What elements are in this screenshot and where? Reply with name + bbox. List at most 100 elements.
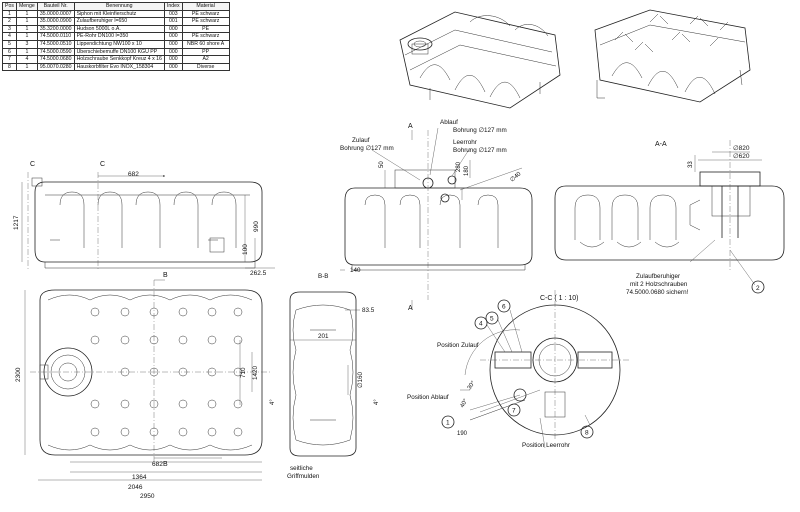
top-view-hole xyxy=(90,399,100,409)
dim-aa-620: ∅620 xyxy=(733,153,750,160)
section-bb-view xyxy=(289,291,360,457)
front-view xyxy=(21,172,275,270)
section-marker-c-right: C xyxy=(100,161,105,168)
side-view xyxy=(340,127,533,310)
label-outlet-bore: Bohrung ∅127 mm xyxy=(453,127,507,134)
dim-front-262-5: 262.5 xyxy=(250,270,267,277)
dim-aa-33: 33 xyxy=(688,161,694,168)
section-marker-c-left: C xyxy=(30,161,35,168)
top-view-hole xyxy=(233,307,243,317)
top-view-hole xyxy=(120,399,130,409)
top-view-hole xyxy=(178,427,188,437)
label-position-outlet: Position Ablauf xyxy=(407,394,449,401)
top-view-hole xyxy=(120,367,130,377)
section-cc-view xyxy=(460,290,630,449)
dim-top-2950: 2950 xyxy=(140,493,155,500)
cell-material: Diverse xyxy=(181,62,230,72)
balloon-circle xyxy=(485,311,499,325)
balloon-circle xyxy=(474,316,488,330)
balloon-label: 5 xyxy=(490,316,494,323)
section-marker-b-top: B xyxy=(163,272,168,279)
section-aa-title: A-A xyxy=(655,141,667,148)
top-view-hole xyxy=(178,335,188,345)
balloon-label: 6 xyxy=(502,304,506,311)
section-aa-view xyxy=(554,140,785,286)
top-view-hole xyxy=(120,335,130,345)
top-view-hole xyxy=(207,367,217,377)
label-empty-pipe-bore: Bohrung ∅127 mm xyxy=(453,147,507,154)
dim-top-2046: 2046 xyxy=(128,484,143,491)
top-view-hole xyxy=(207,399,217,409)
balloon-2-label: 2 xyxy=(756,285,760,292)
top-view-hole xyxy=(149,335,159,345)
top-view-hole xyxy=(149,427,159,437)
top-view-hole xyxy=(90,307,100,317)
dim-bb-4-left: 4° xyxy=(270,399,276,405)
balloon-label: 8 xyxy=(585,430,589,437)
dim-bb-4-right: 4° xyxy=(374,399,380,405)
iso-view-2 xyxy=(594,9,751,103)
dim-front-682: 682 xyxy=(128,171,139,178)
note-aa-line2: mit 2 Holzschrauben xyxy=(630,281,688,288)
label-position-inlet: Position Zulauf xyxy=(437,342,479,349)
top-view-hole xyxy=(178,307,188,317)
top-view xyxy=(24,279,270,481)
section-marker-a-top: A xyxy=(408,123,413,130)
top-view-hole xyxy=(233,427,243,437)
dim-top-710: 710 xyxy=(240,367,247,378)
balloon-label: 4 xyxy=(479,321,483,328)
dim-top-682: 682 xyxy=(152,461,163,468)
section-marker-a-bottom: A xyxy=(408,305,413,312)
note-aa-line1: Zulaufberuhiger xyxy=(636,273,680,280)
cell-pos: 8 xyxy=(2,62,17,72)
top-view-hole xyxy=(120,427,130,437)
dim-cc-190: 190 xyxy=(457,431,468,437)
top-view-hole xyxy=(149,307,159,317)
top-view-hole xyxy=(90,335,100,345)
dim-top-1364: 1364 xyxy=(132,474,147,481)
top-view-hole xyxy=(207,427,217,437)
dim-bb-d160: ∅160 xyxy=(357,372,364,388)
cell-qty: 1 xyxy=(15,62,38,72)
dim-front-1217: 1217 xyxy=(13,215,20,230)
dim-bb-83-5: 83.5 xyxy=(362,307,375,314)
label-position-empty-pipe: Position Leerrohr xyxy=(522,442,570,449)
iso-view-1 xyxy=(399,11,561,109)
top-view-hole xyxy=(207,335,217,345)
label-empty-pipe: Leerrohr xyxy=(453,139,477,146)
top-view-hole xyxy=(233,335,243,345)
section-marker-b-bottom: B xyxy=(163,461,168,468)
label-inlet: Zulauf xyxy=(352,137,370,144)
top-view-hole xyxy=(178,367,188,377)
top-view-hole xyxy=(120,307,130,317)
balloon-label: 7 xyxy=(512,408,516,415)
top-view-hole xyxy=(233,399,243,409)
note-bb-line1: seitliche xyxy=(290,465,313,472)
top-view-hole xyxy=(149,367,159,377)
dim-side-280: 280 xyxy=(456,161,462,172)
balloon-circle xyxy=(507,403,521,417)
dim-top-1420: 1420 xyxy=(252,365,259,380)
top-view-hole xyxy=(233,367,243,377)
dim-aa-820: ∅820 xyxy=(733,145,750,152)
balloon-circle xyxy=(441,415,455,429)
section-label-bb: B-B xyxy=(318,273,329,280)
balloon-circle xyxy=(580,425,594,439)
top-view-hole xyxy=(178,399,188,409)
cell-name: Hauskorbfilter Evo INOX_158304 xyxy=(73,62,165,72)
dim-top-2300: 2300 xyxy=(15,367,22,382)
top-view-holes xyxy=(90,307,243,437)
label-inlet-bore: Bohrung ∅127 mm xyxy=(340,145,394,152)
label-outlet: Ablauf xyxy=(440,119,458,126)
dim-front-990: 990 xyxy=(253,221,260,232)
note-aa-line3: 74.5000.0680 sichern! xyxy=(626,289,689,296)
parts-table: Pos Menge Bauteil Nr. Benennung Index Ma… xyxy=(2,2,230,72)
dim-side-140: 140 xyxy=(350,267,361,274)
parts-table-header: Pos Menge Bauteil Nr. Benennung Index Ma… xyxy=(2,2,230,11)
note-bb-line2: Griffmulden xyxy=(287,473,320,480)
top-view-hole xyxy=(207,307,217,317)
